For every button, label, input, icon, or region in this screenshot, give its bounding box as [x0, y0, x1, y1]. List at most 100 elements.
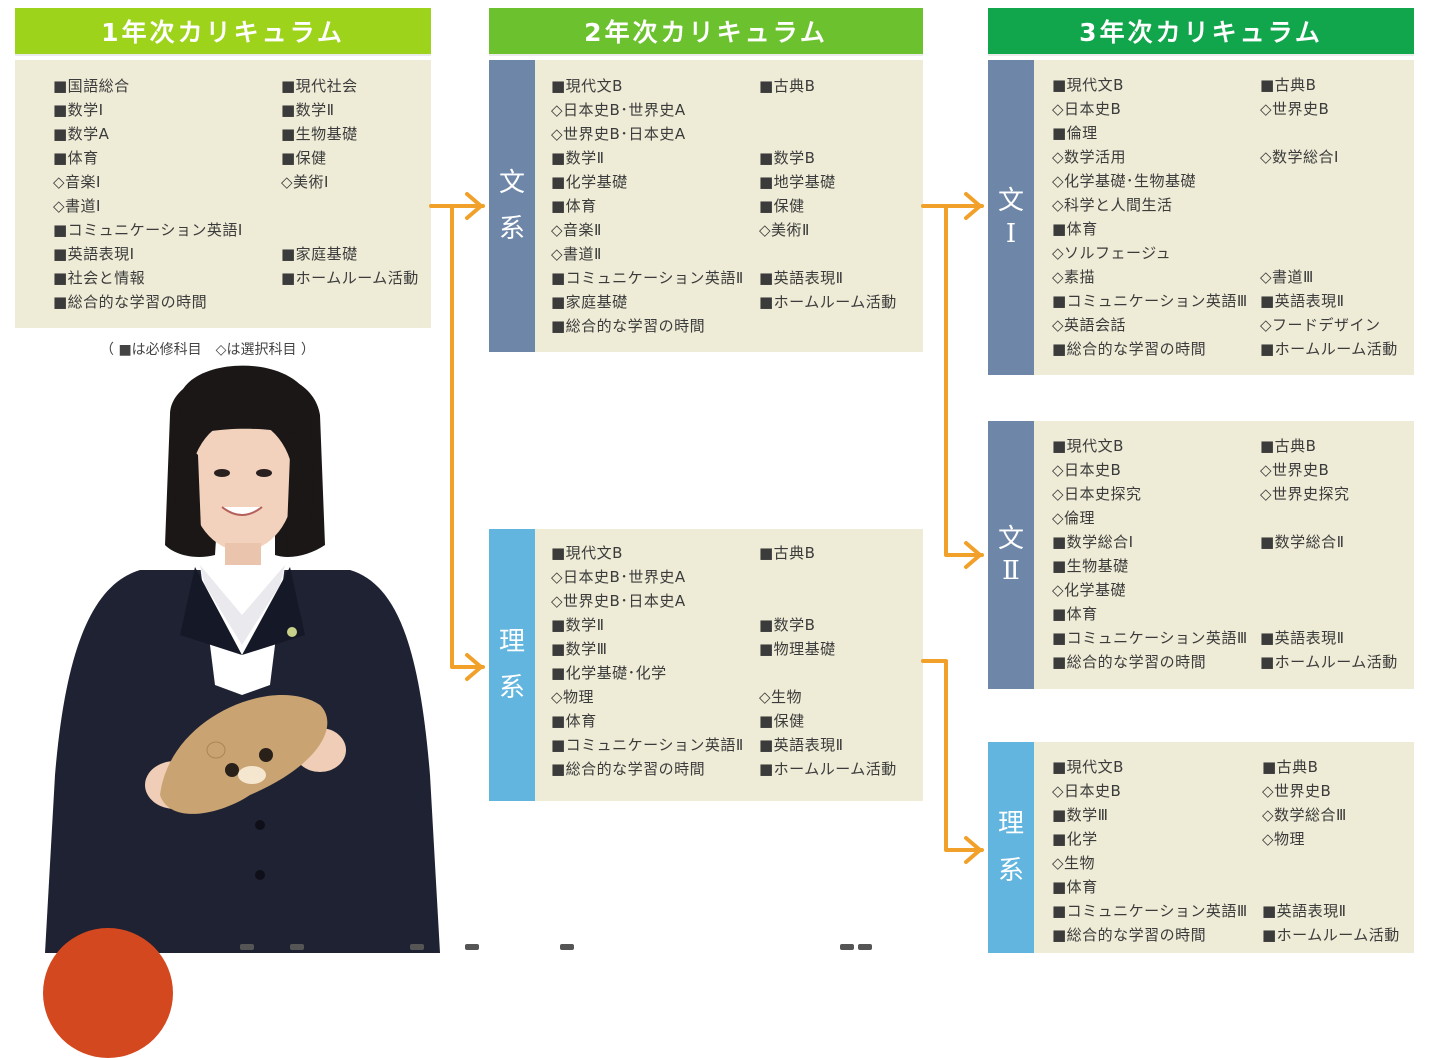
subject-item: ■生物基礎: [1052, 557, 1129, 575]
year3-bun2-box: 文 Ⅱ ■現代文B◇日本史B◇日本史探究◇倫理■数学総合Ⅰ■生物基礎◇化学基礎■…: [988, 421, 1414, 689]
subject-item: ◇世界史B: [1260, 100, 1330, 118]
subject-item: ◇日本史B: [1052, 461, 1122, 479]
subject-item: ◇書道Ⅲ: [1260, 268, 1314, 286]
subject-item: ■総合的な学習の時間: [551, 317, 706, 335]
band-char: 系: [498, 673, 525, 703]
subject-item: ■現代社会: [281, 77, 358, 95]
subject-item: ■ホームルーム活動: [1260, 340, 1398, 358]
subject-item: ■総合的な学習の時間: [1052, 340, 1207, 358]
subject-item: ◇生物: [759, 688, 803, 706]
subject-item: ◇世界史B･日本史A: [551, 125, 686, 143]
subject-item: ■英語表現Ⅱ: [1260, 629, 1345, 647]
band-char: 文: [997, 523, 1024, 554]
subject-item: ■ホームルーム活動: [759, 293, 897, 311]
year2-bunkei-box: 文 系 ■現代文B◇日本史B･世界史A◇世界史B･日本史A■数学Ⅱ■化学基礎■体…: [489, 60, 923, 352]
subject-item: ■コミュニケーション英語Ⅲ: [1052, 292, 1248, 310]
year2-rikei-box: 理 系 ■現代文B◇日本史B･世界史A◇世界史B･日本史A■数学Ⅱ■数学Ⅲ■化学…: [489, 529, 923, 801]
subject-item: ◇書道Ⅱ: [551, 245, 602, 263]
year2-header: 2年次カリキュラム: [489, 8, 923, 54]
subject-item: ◇音楽Ⅱ: [551, 221, 602, 239]
subject-item: ■ホームルーム活動: [1260, 653, 1398, 671]
subject-item: ■総合的な学習の時間: [53, 293, 208, 311]
subject-item: ■数学Ⅱ: [551, 149, 605, 167]
subject-item: ◇ソルフェージュ: [1052, 244, 1172, 262]
subject-item: ◇日本史B･世界史A: [551, 101, 686, 119]
subject-item: ■コミュニケーション英語Ⅲ: [1052, 902, 1248, 920]
subject-item: ■数学A: [53, 125, 110, 143]
subject-item: ■体育: [1052, 605, 1098, 623]
subject-item: ◇日本史B: [1052, 100, 1122, 118]
subject-item: ■体育: [551, 197, 597, 215]
subject-item: ■現代文B: [551, 544, 623, 562]
subject-item: ◇音楽Ⅰ: [53, 173, 101, 191]
year3-rikei-box: 理 系 ■現代文B◇日本史B■数学Ⅲ■化学◇生物■体育■コミュニケーション英語Ⅲ…: [988, 742, 1414, 953]
subject-item: ■体育: [1052, 220, 1098, 238]
subject-item: ■総合的な学習の時間: [1052, 926, 1207, 944]
subject-item: ■古典B: [1260, 76, 1317, 94]
subject-item: ■コミュニケーション英語Ⅲ: [1052, 629, 1248, 647]
subject-item: ◇物理: [551, 688, 595, 706]
year3-header: 3年次カリキュラム: [988, 8, 1414, 54]
subject-item: ◇素描: [1052, 268, 1096, 286]
subject-item: ■数学Ⅲ: [1052, 806, 1109, 824]
subject-item: ■英語表現Ⅰ: [53, 245, 135, 263]
subject-item: ◇世界史探究: [1260, 485, 1350, 503]
subject-item: ■コミュニケーション英語Ⅱ: [551, 736, 744, 754]
subject-item: ■社会と情報: [53, 269, 146, 287]
year1-subject-box: ■国語総合■数学Ⅰ■数学A■体育◇音楽Ⅰ◇書道Ⅰ■コミュニケーション英語Ⅰ■英語…: [15, 60, 431, 328]
subject-item: ■数学Ⅱ: [281, 101, 335, 119]
subject-item: ◇数学活用: [1052, 148, 1127, 166]
subject-item: ◇日本史B･世界史A: [551, 568, 686, 586]
subject-item: ■数学Ⅰ: [53, 101, 104, 119]
subject-item: ■数学B: [759, 149, 816, 167]
subject-item: ■古典B: [759, 544, 816, 562]
subject-item: ■英語表現Ⅱ: [1260, 292, 1345, 310]
subject-item: ■現代文B: [1052, 437, 1124, 455]
bun1-band: 文 Ⅰ: [988, 60, 1034, 375]
connector-line: [921, 659, 984, 852]
subject-item: ■古典B: [1260, 437, 1317, 455]
subject-item: ■ホームルーム活動: [759, 760, 897, 778]
subject-item: ■家庭基礎: [551, 293, 628, 311]
bottom-cropped-text: [230, 944, 880, 953]
student-photo: [45, 365, 440, 953]
subject-item: ◇生物: [1052, 854, 1096, 872]
subject-item: ■体育: [53, 149, 99, 167]
connector-line: [921, 204, 984, 557]
subject-item: ■国語総合: [53, 77, 130, 95]
subject-item: ◇数学総合Ⅰ: [1260, 148, 1339, 166]
subject-item: ■ホームルーム活動: [281, 269, 419, 287]
arrowhead: [465, 192, 483, 220]
bottom-accent-circle: [43, 928, 173, 1058]
subject-item: ■現代文B: [1052, 76, 1124, 94]
subject-item: ◇倫理: [1052, 509, 1096, 527]
arrowhead: [465, 653, 483, 681]
subject-item: ■体育: [1052, 878, 1098, 896]
subject-item: ■英語表現Ⅱ: [759, 736, 844, 754]
subject-item: ■物理基礎: [759, 640, 836, 658]
year1-header: 1年次カリキュラム: [15, 8, 431, 54]
subject-item: ■保健: [281, 149, 327, 167]
arrowhead: [964, 192, 982, 220]
subject-item: ■数学Ⅱ: [551, 616, 605, 634]
bunkei-band: 文 系: [489, 60, 535, 352]
band-char: 理: [997, 809, 1024, 839]
subject-item: ■化学基礎･化学: [551, 664, 667, 682]
year3-bun1-box: 文 Ⅰ ■現代文B◇日本史B■倫理◇数学活用◇化学基礎･生物基礎◇科学と人間生活…: [988, 60, 1414, 375]
subject-item: ■生物基礎: [281, 125, 358, 143]
subject-item: ■現代文B: [551, 77, 623, 95]
subject-item: ◇化学基礎: [1052, 581, 1127, 599]
band-char: Ⅱ: [1002, 556, 1020, 586]
subject-item: ■数学Ⅲ: [551, 640, 608, 658]
arrowhead: [964, 836, 982, 864]
band-char: 文: [498, 167, 525, 198]
subject-item: ■家庭基礎: [281, 245, 358, 263]
subject-item: ◇物理: [1262, 830, 1306, 848]
subject-item: ■総合的な学習の時間: [1052, 653, 1207, 671]
band-char: 文: [997, 186, 1024, 216]
subject-item: ■コミュニケーション英語Ⅰ: [53, 221, 243, 239]
subject-item: ◇世界史B: [1262, 782, 1332, 800]
subject-item: ■古典B: [1262, 758, 1319, 776]
legend-note: （ ■は必修科目 ◇は選択科目 ）: [100, 342, 315, 358]
band-char: 系: [997, 855, 1024, 886]
